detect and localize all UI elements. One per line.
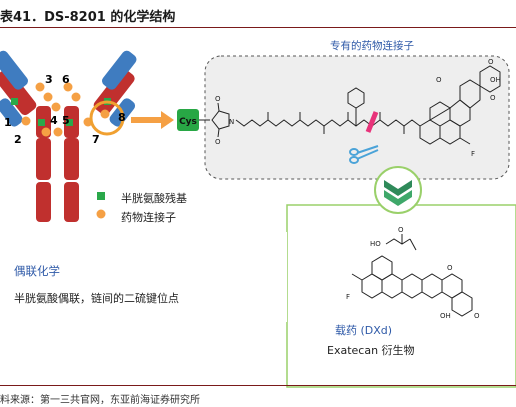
title-divider	[0, 27, 516, 28]
drug-linker-dot	[71, 92, 81, 102]
atom-label: F	[471, 150, 475, 158]
payload-description: Exatecan 衍生物	[327, 344, 415, 357]
dxd-structure	[351, 234, 473, 317]
atom-label: O	[215, 95, 221, 103]
page-title: 表41．DS-8201 的化学结构	[0, 10, 176, 25]
arrow-right-icon	[131, 111, 174, 129]
atom-label: O	[398, 226, 404, 234]
atom-label: N	[229, 118, 234, 126]
site-number: 7	[92, 133, 100, 146]
site-number: 4	[50, 114, 58, 127]
peptide-linker-chain	[235, 119, 421, 127]
drug-linker-dot	[51, 102, 61, 112]
cys-tag	[177, 109, 199, 131]
payload-name: 载药 (DXd)	[335, 324, 393, 337]
conjugation-description: 半胱氨酸偶联，链间的二硫键位点	[14, 292, 179, 305]
highlight-ring	[89, 100, 125, 136]
heavy-chain-right-lower	[64, 182, 79, 222]
atom-label: F	[346, 293, 350, 301]
light-chain-right-outer	[102, 50, 137, 90]
site-number: 2	[14, 133, 22, 146]
site-number: 8	[118, 111, 126, 124]
chevron-logo-icon	[374, 166, 422, 214]
drug-linker-dot	[63, 82, 73, 92]
light-chain-left-lower	[0, 98, 23, 127]
heavy-chain-left-upper	[0, 68, 37, 116]
payload-ring-system	[419, 65, 501, 145]
heavy-chain-left-lower	[36, 182, 51, 222]
cysteine-residue	[66, 119, 73, 126]
cleavage-site-mark	[365, 111, 379, 133]
heavy-chain-right-mid	[64, 138, 79, 180]
payload-panel-title: 专有的药物连接子	[330, 40, 414, 52]
cys-label: Cys	[179, 117, 197, 127]
atom-label: O	[215, 138, 221, 146]
atom-label: OH	[440, 312, 451, 320]
atom-label: OH	[490, 76, 501, 84]
site-number: 1	[4, 116, 12, 129]
site-number: 5	[62, 114, 70, 127]
footer-divider	[0, 385, 516, 386]
scissors-icon	[349, 145, 379, 164]
drug-linker-dot	[43, 92, 53, 102]
light-chain-left-outer	[0, 50, 28, 90]
cysteine-residue	[11, 98, 18, 105]
atom-label: HO	[370, 240, 381, 248]
atom-label: O	[447, 264, 453, 272]
legend-cysteine-marker	[97, 192, 105, 200]
drug-linker-dot	[53, 127, 63, 137]
payload-panel	[204, 55, 510, 180]
drug-linker-dot	[35, 82, 45, 92]
atom-label: O	[474, 312, 480, 320]
maleimide-ring	[211, 102, 230, 138]
legend-linker-label: 药物连接子	[121, 211, 176, 224]
cysteine-residue	[38, 119, 45, 126]
drug-linker-dot	[21, 116, 31, 126]
drug-linker-dot	[41, 127, 51, 137]
atom-label: O	[490, 94, 496, 102]
site-number: 3	[45, 73, 53, 86]
carbonyl-bonds	[267, 112, 405, 134]
legend-linker-marker	[96, 209, 106, 219]
atom-label: O	[436, 76, 442, 84]
drug-linker-dot	[100, 109, 110, 119]
atom-label: O	[488, 58, 494, 66]
phenylalanine-ring	[347, 87, 365, 126]
antibody: 1 2 3 4 5 6 7 8	[0, 50, 137, 222]
conjugation-title: 偶联化学	[14, 264, 60, 278]
heavy-chain-left-mid	[36, 138, 51, 180]
site-number: 6	[62, 73, 70, 86]
source-note: 料来源：第一三共官网，东亚前海证券研究所	[0, 395, 200, 406]
legend-cysteine-label: 半胱氨酸残基	[121, 192, 187, 205]
